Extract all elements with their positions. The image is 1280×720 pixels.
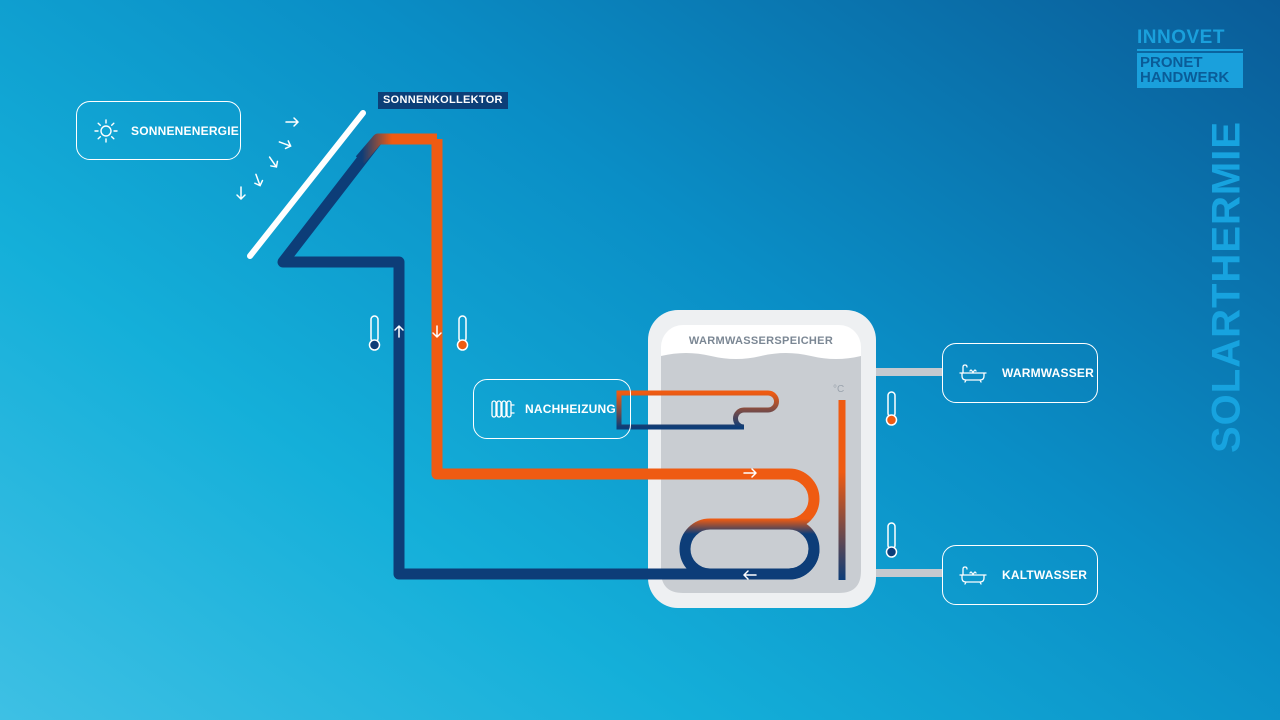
collector-panel xyxy=(247,110,366,259)
flow-arrows xyxy=(394,325,757,580)
thermometer-icon xyxy=(368,315,381,351)
solar-energy-label: SONNENENERGIE xyxy=(131,123,239,138)
radiator-icon xyxy=(491,400,515,418)
cold-water-label: KALTWASSER xyxy=(1002,568,1088,582)
auxiliary-heating-box: NACHHEIZUNG xyxy=(473,379,631,439)
flow-down-arrow-icon xyxy=(432,325,442,338)
brand-logo: INNOVET PRONET HANDWERK xyxy=(1137,28,1243,88)
auxiliary-heating-label: NACHHEIZUNG xyxy=(525,402,616,416)
flow-up-arrow-icon xyxy=(394,325,404,338)
cold-water-box: KALTWASSER xyxy=(942,545,1098,605)
thermometer-icon xyxy=(885,522,898,558)
sun-icon xyxy=(94,118,118,143)
flow-right-arrow-icon xyxy=(743,468,757,478)
bathtub-icon xyxy=(959,566,987,585)
logo-line-3: HANDWERK xyxy=(1140,69,1230,86)
logo-line-1: INNOVET xyxy=(1137,28,1243,51)
collector-pipe xyxy=(355,133,437,164)
auxiliary-heating-coil xyxy=(622,390,779,430)
temperature-unit: °C xyxy=(833,384,844,395)
flow-left-arrow-icon xyxy=(743,570,757,580)
warm-water-label: WARMWASSER xyxy=(1002,366,1094,380)
collector-label: SONNENKOLLEKTOR xyxy=(378,92,508,109)
solar-energy-box: SONNENENERGIE xyxy=(76,101,241,160)
hot-supply-pipe xyxy=(431,139,750,480)
logo-badge: PRONET HANDWERK xyxy=(1137,53,1243,88)
thermometer-icon xyxy=(885,391,898,426)
logo-line-2: PRONET xyxy=(1140,54,1203,71)
thermometer-icon xyxy=(456,315,469,351)
sun-rays xyxy=(236,117,300,201)
storage-tank-label: WARMWASSERSPEICHER xyxy=(688,335,834,347)
page-title: SOLARTHERMIE xyxy=(1204,121,1249,453)
bathtub-icon xyxy=(959,364,987,383)
cold-return-pipe xyxy=(277,135,750,580)
warm-water-box: WARMWASSER xyxy=(942,343,1098,403)
